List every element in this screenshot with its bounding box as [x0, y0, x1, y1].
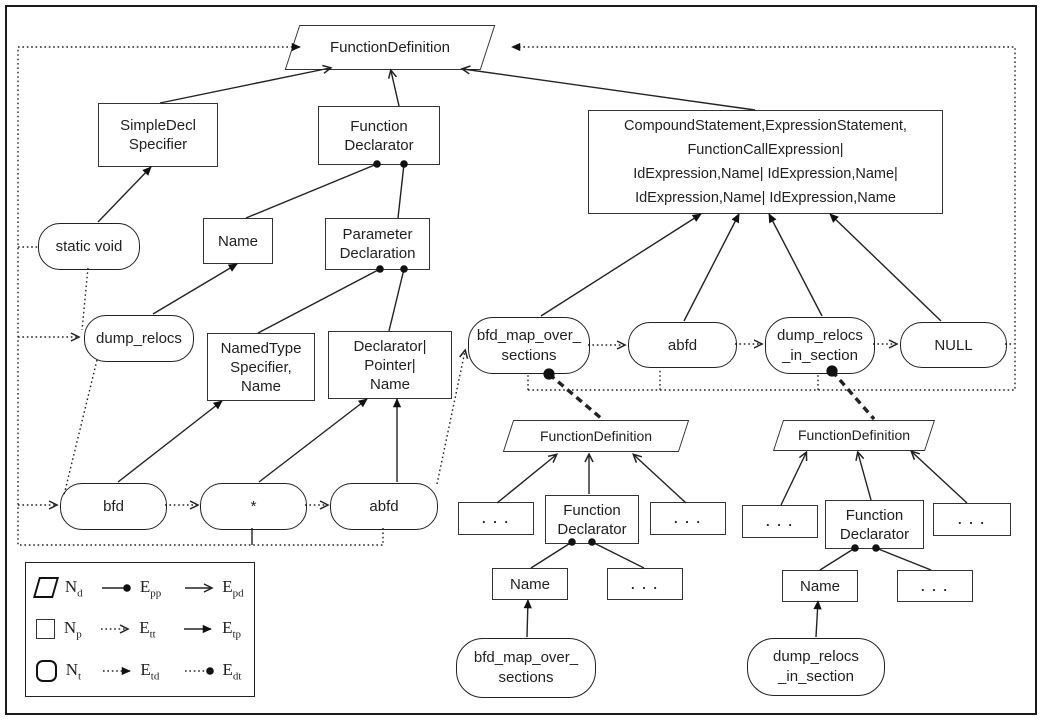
- edge-epp-rfd-rname: [819, 544, 859, 571]
- edge-etp-lterm-lname: [523, 599, 532, 638]
- node-null: NULL: [900, 322, 1007, 368]
- token-node-icon: [36, 660, 57, 683]
- edge-etp-bfd-map-compound: [540, 213, 702, 317]
- node-bfd: bfd: [60, 483, 167, 530]
- edge-etp-abfd-arg-compound: [683, 213, 740, 322]
- node-ellipsis: . . .: [607, 568, 683, 600]
- node-ellipsis: . . .: [742, 505, 818, 538]
- edge-epp-param-decl-named-type: [257, 265, 384, 334]
- edge-epd-simple-decl-fd: [159, 64, 333, 104]
- node-declarator-pointer-name: Declarator| Pointer| Name: [328, 331, 452, 399]
- edge-epd-rdots1-fd-sub-right: [780, 450, 808, 506]
- edge-epp-rfd-rdots3: [872, 544, 932, 571]
- node-name: Name: [203, 218, 273, 264]
- edge-etp-dump-in-section-compound: [768, 213, 823, 317]
- legend-row-program: Np Ett Etp: [36, 611, 254, 647]
- edge-etp-rterm-rname: [813, 600, 822, 638]
- etp-edge-icon: [184, 625, 213, 634]
- node-abfd-argument: abfd: [628, 322, 737, 368]
- node-ellipsis: . . .: [458, 502, 534, 535]
- node-function-declarator: Function Declarator: [318, 106, 440, 165]
- edge-epd-compound-fd: [460, 65, 756, 111]
- node-function-declarator-sub-right: Function Declarator: [825, 500, 924, 549]
- edge-ett-static-void-dump-relocs: [81, 267, 89, 331]
- edge-etp-null-compound: [829, 213, 942, 322]
- node-compound-statement: CompoundStatement,ExpressionStatement, F…: [588, 110, 943, 214]
- node-bfd-map-over-sections: bfd_map_over_ sections: [468, 317, 590, 374]
- edge-epd-rfd-fd-sub-right: [855, 450, 872, 501]
- epp-edge-icon: [102, 584, 131, 592]
- etd-edge-icon: [102, 667, 131, 676]
- legend-row-definition: Nd Epp Epd: [32, 570, 254, 606]
- node-ellipsis: . . .: [933, 503, 1011, 536]
- edge-etp-star-declarator: [258, 398, 368, 483]
- epd-edge-icon: [184, 583, 214, 593]
- edge-epd-rdots2-fd-sub-right: [910, 450, 968, 504]
- node-named-type-specifier: NamedType Specifier, Name: [207, 333, 315, 401]
- program-node-icon: [36, 619, 55, 640]
- node-function-definition-sub-right: FunctionDefinition: [778, 420, 930, 451]
- edge-epd-func-declarator-fd: [387, 68, 400, 107]
- edge-ett-dump-relocs-bfd: [63, 359, 98, 496]
- edge-epp-param-decl-declarator: [388, 265, 408, 332]
- node-function-definition-top: FunctionDefinition: [292, 25, 488, 70]
- edge-ett-abfd-bfd-map: [436, 348, 469, 485]
- edge-epd-ldots2-fd-sub-left: [632, 453, 687, 504]
- edge-epp-func-declarator-param-decl: [397, 160, 408, 219]
- legend-row-token: Nt Etd Edt: [36, 653, 254, 689]
- edge-etd-right-rail-to-fd: [511, 42, 1016, 391]
- node-bfd-map-over-sections-token: bfd_map_over_ sections: [456, 638, 596, 698]
- node-dump-relocs: dump_relocs: [84, 315, 194, 362]
- node-star: *: [200, 483, 307, 530]
- edge-epd-ldots1-fd-sub-left: [496, 453, 559, 504]
- edge-edt-bfd-map-fd-sub-left: [543, 368, 604, 421]
- legend: Nd Epp Epd Np Ett Etp Nt: [25, 562, 255, 697]
- node-dump-relocs-in-section: dump_relocs _in_section: [765, 317, 875, 374]
- node-abfd: abfd: [330, 483, 438, 530]
- node-ellipsis: . . .: [897, 570, 973, 602]
- node-static-void: static void: [38, 223, 140, 270]
- edge-etd-left-rail-to-fd: [17, 42, 384, 546]
- edge-etp-dump-relocs-name: [152, 263, 238, 315]
- node-dump-relocs-in-section-token: dump_relocs _in_section: [747, 638, 885, 696]
- edge-epp-lfd-ldots3: [588, 538, 645, 569]
- node-function-definition-sub-left: FunctionDefinition: [508, 420, 684, 452]
- node-parameter-declaration: Parameter Declaration: [325, 218, 430, 270]
- node-simple-decl-specifier: SimpleDecl Specifier: [98, 103, 218, 167]
- edge-epp-lfd-lname: [530, 538, 576, 569]
- edge-epp-func-declarator-name: [245, 160, 381, 219]
- edge-edt-dump-in-section-fd-sub-right: [826, 365, 876, 421]
- edge-etp-bfd-named-type: [117, 400, 223, 483]
- edge-etp-static-void-simple-decl: [97, 166, 152, 223]
- node-ellipsis: . . .: [650, 502, 726, 535]
- diagram-border: [5, 5, 1037, 715]
